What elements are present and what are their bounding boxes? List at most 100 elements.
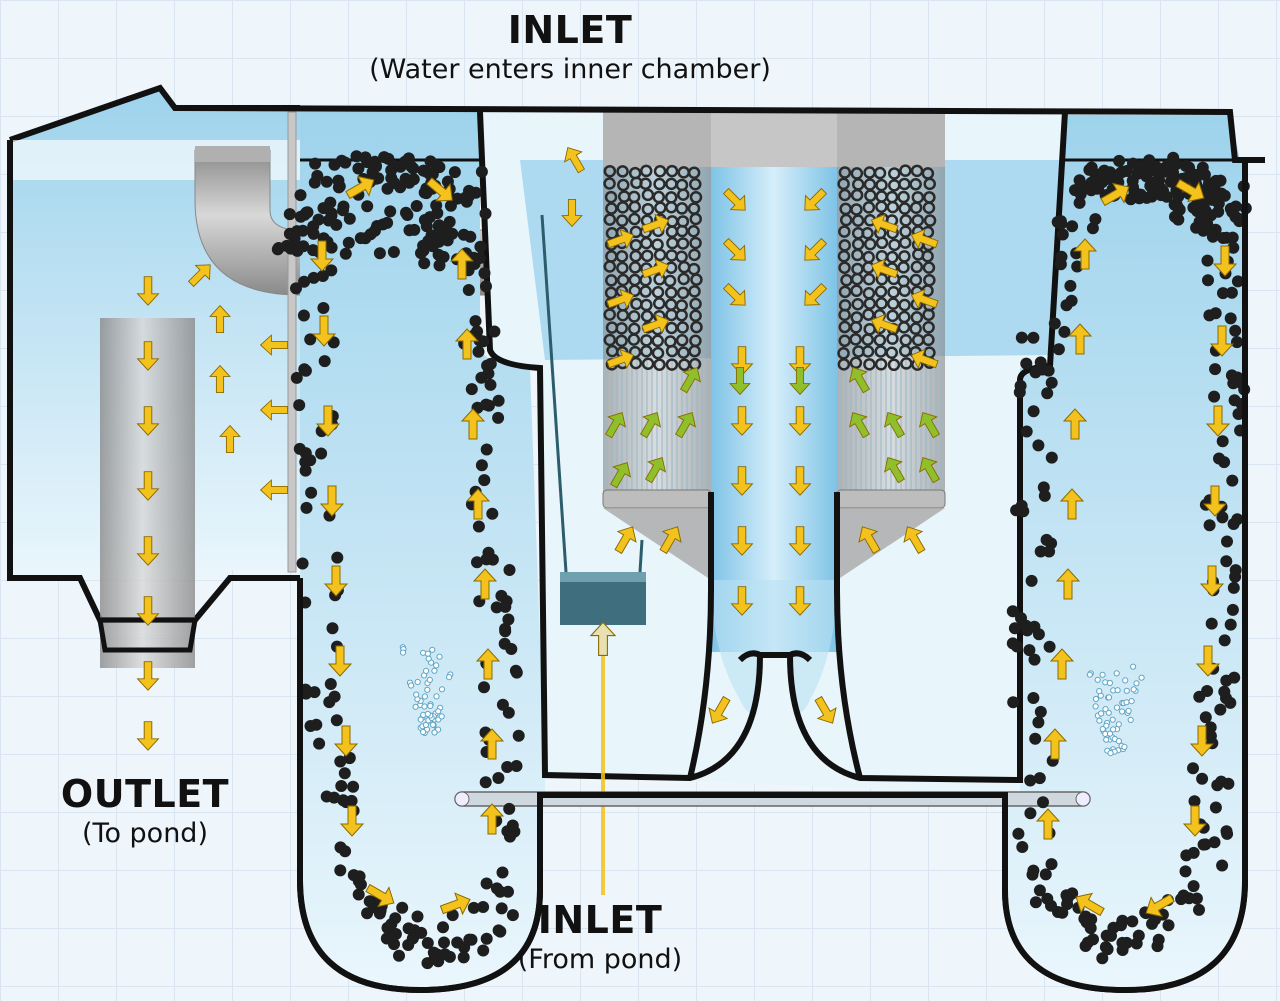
air-bubble [421, 703, 428, 710]
air-bubble [412, 703, 419, 710]
air-bubble [1106, 679, 1114, 687]
media-bead [1027, 864, 1040, 877]
media-bead [384, 205, 397, 218]
flow-arrow [1195, 645, 1221, 677]
flow-arrow [1209, 325, 1235, 357]
cartridge-bead [616, 165, 629, 178]
flow-arrow [614, 526, 637, 555]
media-bead [334, 864, 347, 877]
media-bead [1033, 884, 1046, 897]
cartridge-bead [639, 177, 652, 190]
media-bead [290, 282, 302, 295]
flow-arrow [454, 328, 480, 360]
media-bead [433, 231, 446, 244]
media-bead [1007, 696, 1020, 709]
cartridge-bead [886, 297, 900, 310]
flow-arrow [804, 187, 828, 211]
flow-arrow [804, 237, 828, 261]
media-bead [299, 364, 312, 377]
flow-arrow [465, 488, 491, 520]
flow-arrow [870, 258, 899, 280]
media-bead [1162, 919, 1175, 932]
media-bead [1143, 154, 1156, 167]
flow-arrow [209, 304, 231, 334]
cartridge-bead [628, 200, 642, 214]
flow-arrow [439, 892, 471, 916]
media-bead [508, 825, 521, 838]
flow-arrow [788, 346, 812, 376]
outlet-title: OUTLET [60, 772, 230, 816]
media-bead [294, 189, 307, 202]
media-bead [1127, 157, 1139, 170]
media-bead [406, 932, 419, 945]
flow-arrow [309, 240, 335, 272]
air-bubble [1096, 717, 1103, 724]
media-bead [423, 167, 436, 180]
cartridge-bead [663, 274, 677, 288]
cartridge-bead [651, 334, 664, 348]
flow-arrow [609, 461, 632, 489]
flow-arrow [1049, 648, 1075, 680]
inlet-bottom-title: INLET [537, 898, 663, 942]
flow-arrow [1055, 568, 1081, 600]
media-bead [330, 218, 343, 231]
cartridge-bead [851, 298, 865, 311]
cartridge-bead [640, 344, 653, 358]
air-bubble [446, 674, 453, 681]
media-bead [430, 199, 443, 212]
media-bead [410, 200, 423, 212]
media-bead [501, 761, 514, 773]
flow-arrow [259, 399, 289, 421]
media-bead [299, 464, 312, 477]
air-bubble [426, 676, 433, 684]
media-bead [1172, 213, 1185, 226]
flow-arrow [644, 456, 667, 484]
media-bead [1077, 180, 1090, 193]
media-bead [1027, 331, 1040, 344]
cartridge-bead [689, 212, 702, 226]
media-bead [1033, 772, 1046, 785]
media-bead [1086, 222, 1099, 235]
media-bead [315, 447, 328, 460]
media-bead [387, 246, 400, 258]
media-bead [480, 398, 493, 411]
cartridge-bead [909, 178, 922, 191]
flow-arrow [1062, 408, 1088, 440]
flow-arrow [315, 405, 341, 437]
flow-arrow [870, 213, 899, 235]
media-bead [478, 474, 491, 487]
flow-arrow [311, 315, 337, 347]
media-bead [1187, 846, 1200, 859]
media-bead [290, 371, 303, 384]
media-bead [304, 333, 317, 346]
media-bead [462, 189, 475, 202]
cartridge-bead [864, 189, 877, 202]
flow-arrow [1067, 323, 1093, 355]
media-bead [308, 686, 321, 699]
media-bead [326, 622, 339, 635]
cartridge-bead [838, 225, 851, 238]
air-bubble [1109, 716, 1116, 723]
media-bead [1217, 287, 1229, 300]
media-bead [1027, 692, 1040, 704]
media-bead [361, 200, 374, 213]
air-bubble [1130, 686, 1137, 693]
flow-arrow [425, 177, 453, 202]
air-bubble [1123, 699, 1130, 706]
media-bead [1041, 892, 1054, 905]
cartridge-bead [862, 273, 876, 286]
media-bead [451, 192, 464, 205]
media-bead [335, 780, 348, 792]
cartridge-bead [863, 237, 877, 251]
media-bead [471, 325, 484, 338]
media-bead [474, 240, 487, 253]
media-bead [1187, 762, 1199, 775]
media-bead [352, 888, 365, 901]
cartridge-bead [617, 178, 630, 192]
media-bead [313, 737, 326, 750]
flow-arrow [722, 187, 746, 211]
media-bead [1224, 618, 1237, 631]
flow-arrow [333, 725, 359, 757]
flow-arrow [187, 264, 211, 288]
flow-arrow [606, 348, 635, 370]
